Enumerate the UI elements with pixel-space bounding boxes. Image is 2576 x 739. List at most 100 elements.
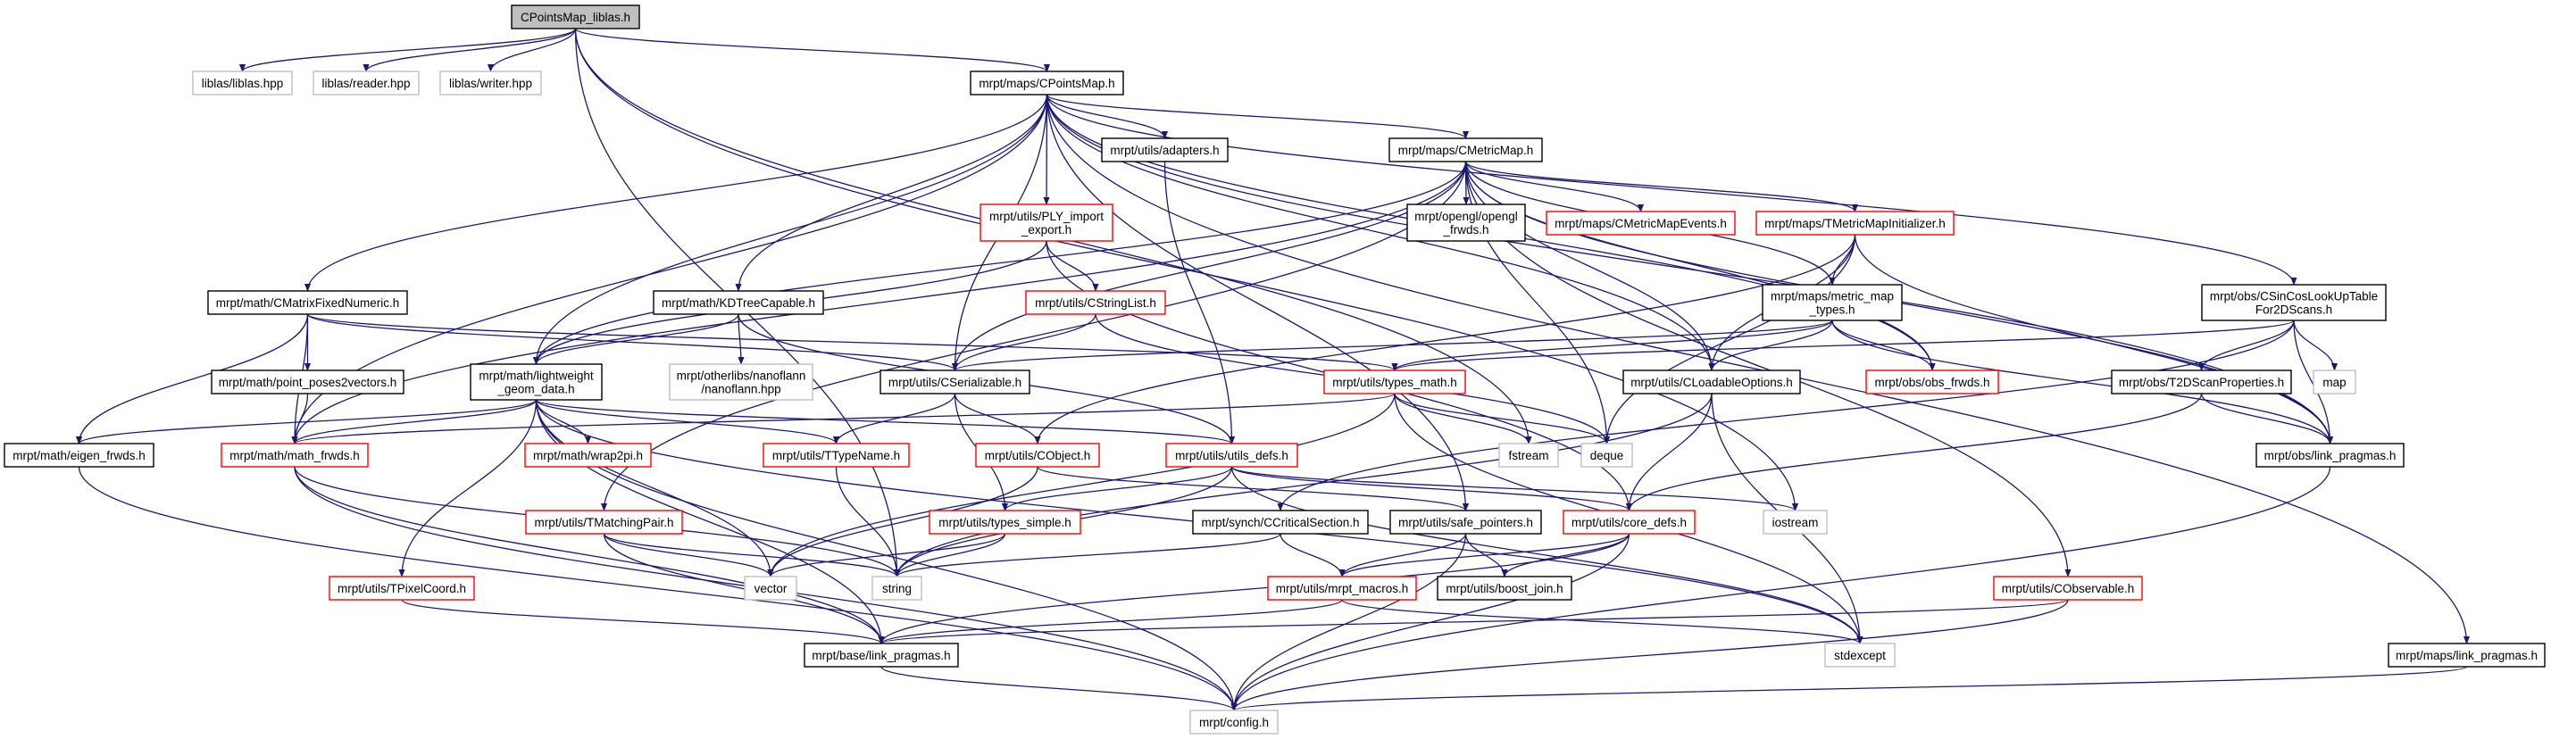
node-label: mrpt/maps/link_pragmas.h bbox=[2396, 649, 2538, 662]
node-box bbox=[511, 4, 640, 29]
node-fstream: fstream bbox=[1498, 443, 1559, 468]
node-utilsdefs[interactable]: mrpt/utils/utils_defs.h bbox=[1165, 443, 1298, 468]
node-lightweight[interactable]: mrpt/math/lightweight_geom_data.h bbox=[470, 363, 603, 401]
node-label: mrpt/maps/metric_map bbox=[1771, 290, 1894, 303]
node-box bbox=[524, 443, 652, 468]
edge-cobject-to-vector bbox=[767, 466, 1038, 577]
edge-cobservable-to-baselink bbox=[878, 599, 2069, 644]
node-map: map bbox=[2313, 370, 2356, 394]
node-obslink[interactable]: mrpt/obs/link_pragmas.h bbox=[2255, 443, 2405, 468]
node-label: mrpt/utils/mrpt_macros.h bbox=[1276, 582, 1409, 595]
node-cmatrix[interactable]: mrpt/math/CMatrixFixedNumeric.h bbox=[207, 290, 408, 315]
node-mathfrwds[interactable]: mrpt/math/math_frwds.h bbox=[221, 443, 369, 468]
edge-mmtypes-to-typesmath bbox=[1391, 320, 1833, 371]
node-box bbox=[1389, 510, 1542, 535]
node-typesmath[interactable]: mrpt/utils/types_math.h bbox=[1323, 370, 1466, 394]
node-cstringlist[interactable]: mrpt/utils/CStringList.h bbox=[1025, 290, 1166, 315]
node-cloadable[interactable]: mrpt/utils/CLoadableOptions.h bbox=[1622, 370, 1801, 394]
node-typessimple[interactable]: mrpt/utils/types_simple.h bbox=[929, 510, 1081, 535]
node-label: mrpt/synch/CCriticalSection.h bbox=[1201, 516, 1359, 529]
node-label: mrpt/utils/TPixelCoord.h bbox=[338, 582, 466, 595]
node-label: mrpt/utils/TTypeName.h bbox=[772, 449, 900, 462]
edge-utilsdefs-to-stdexcept bbox=[1230, 466, 1863, 644]
node-tmatching[interactable]: mrpt/utils/TMatchingPair.h bbox=[525, 510, 683, 535]
node-pp2v[interactable]: mrpt/math/point_poses2vectors.h bbox=[211, 370, 404, 394]
edge-cpointsmap-to-mapslink bbox=[1046, 94, 2471, 644]
edge-root-to-liblas bbox=[239, 28, 577, 72]
node-box bbox=[763, 443, 910, 468]
edge-coredefs-to-macros bbox=[1338, 533, 1630, 577]
node-cpointsmap[interactable]: mrpt/maps/CPointsMap.h bbox=[970, 71, 1124, 95]
edge-ccritical-to-macros bbox=[1280, 533, 1346, 577]
node-box bbox=[653, 290, 824, 315]
edge-utilsdefs-to-iostream bbox=[1230, 466, 1798, 511]
node-box bbox=[744, 576, 797, 601]
node-label: mrpt/math/wrap2pi.h bbox=[533, 449, 643, 462]
node-cobject[interactable]: mrpt/utils/CObject.h bbox=[975, 443, 1100, 468]
node-box bbox=[980, 203, 1113, 242]
node-cmetricmap[interactable]: mrpt/maps/CMetricMap.h bbox=[1388, 137, 1543, 162]
node-cserializable[interactable]: mrpt/utils/CSerializable.h bbox=[880, 370, 1030, 394]
node-label: stdexcept bbox=[1834, 649, 1886, 662]
node-safeptr[interactable]: mrpt/utils/safe_pointers.h bbox=[1389, 510, 1542, 535]
edge-cloadable-to-coredefs bbox=[1625, 393, 1713, 511]
node-stdexcept: stdexcept bbox=[1824, 643, 1896, 668]
node-cobservable[interactable]: mrpt/utils/CObservable.h bbox=[1993, 576, 2143, 601]
node-mapslink[interactable]: mrpt/maps/link_pragmas.h bbox=[2388, 643, 2546, 668]
edge-root-to-writer bbox=[487, 28, 577, 72]
node-label: mrpt/utils/utils_defs.h bbox=[1175, 449, 1288, 462]
node-label: _export.h bbox=[1021, 223, 1071, 237]
node-t2dscan[interactable]: mrpt/obs/T2DScanProperties.h bbox=[2111, 370, 2292, 394]
node-ccritical[interactable]: mrpt/synch/CCriticalSection.h bbox=[1192, 510, 1369, 535]
edge-sincos-to-map bbox=[2293, 320, 2338, 371]
node-box bbox=[929, 510, 1081, 535]
node-opengl[interactable]: mrpt/opengl/opengl_frwds.h bbox=[1406, 203, 1526, 242]
node-label: mrpt/utils/boost_join.h bbox=[1446, 582, 1563, 595]
node-events[interactable]: mrpt/maps/CMetricMapEvents.h bbox=[1546, 211, 1736, 236]
node-root[interactable]: CPointsMap_liblas.h bbox=[511, 4, 640, 29]
node-label: /nanoflann.hpp bbox=[701, 383, 780, 396]
node-coredefs[interactable]: mrpt/utils/core_defs.h bbox=[1563, 510, 1696, 535]
node-label: mrpt/math/eigen_frwds.h bbox=[13, 449, 146, 462]
node-baselink[interactable]: mrpt/base/link_pragmas.h bbox=[804, 643, 959, 668]
node-label: _geom_data.h bbox=[496, 383, 574, 396]
node-label: mrpt/obs/CSinCosLookUpTable bbox=[2210, 290, 2378, 303]
node-mmtypes[interactable]: mrpt/maps/metric_map_types.h bbox=[1762, 284, 1903, 321]
node-label: mrpt/utils/CStringList.h bbox=[1035, 296, 1156, 310]
node-eigenfrwds[interactable]: mrpt/math/eigen_frwds.h bbox=[4, 443, 154, 468]
node-tpixel[interactable]: mrpt/utils/TPixelCoord.h bbox=[329, 576, 475, 601]
node-box bbox=[1165, 443, 1298, 468]
node-ttypename[interactable]: mrpt/utils/TTypeName.h bbox=[763, 443, 910, 468]
edge-tpixel-to-baselink bbox=[401, 599, 885, 644]
node-deque: deque bbox=[1580, 443, 1633, 468]
edge-obslink-to-config bbox=[1230, 466, 2331, 711]
node-box bbox=[4, 443, 154, 468]
node-boostjoin[interactable]: mrpt/utils/boost_join.h bbox=[1437, 576, 1572, 601]
node-box bbox=[1546, 211, 1736, 236]
edge-typesmath-to-deque bbox=[1394, 393, 1611, 444]
node-kdtree[interactable]: mrpt/math/KDTreeCapable.h bbox=[653, 290, 824, 315]
node-nanoflann: mrpt/otherlibs/nanoflann/nanoflann.hpp bbox=[669, 363, 813, 401]
edge-sincos-to-obslink bbox=[2293, 320, 2334, 444]
edges-layer bbox=[75, 28, 2471, 711]
node-box bbox=[1025, 290, 1166, 315]
node-box bbox=[2313, 370, 2356, 394]
edge-safeptr-to-config bbox=[1230, 533, 1467, 711]
node-obsfrwds[interactable]: mrpt/obs/obs_frwds.h bbox=[1865, 370, 1999, 394]
node-adapters[interactable]: mrpt/utils/adapters.h bbox=[1101, 137, 1229, 162]
node-label: mrpt/base/link_pragmas.h bbox=[812, 649, 950, 662]
node-wrap2pi[interactable]: mrpt/math/wrap2pi.h bbox=[524, 443, 652, 468]
node-macros[interactable]: mrpt/utils/mrpt_macros.h bbox=[1267, 576, 1417, 601]
node-ply[interactable]: mrpt/utils/PLY_import_export.h bbox=[980, 203, 1113, 242]
edge-t2dscan-to-obslink bbox=[2200, 393, 2334, 444]
node-box bbox=[207, 290, 408, 315]
node-label: mrpt/maps/CMetricMap.h bbox=[1398, 144, 1534, 157]
node-tinit[interactable]: mrpt/maps/TMetricMapInitializer.h bbox=[1755, 211, 1955, 236]
node-box bbox=[313, 71, 420, 95]
node-label: mrpt/utils/CLoadableOptions.h bbox=[1630, 376, 1793, 389]
node-label: mrpt/utils/safe_pointers.h bbox=[1398, 516, 1533, 529]
edge-kdtree-to-nanoflann bbox=[738, 313, 745, 365]
node-label: _types.h bbox=[1808, 303, 1855, 317]
